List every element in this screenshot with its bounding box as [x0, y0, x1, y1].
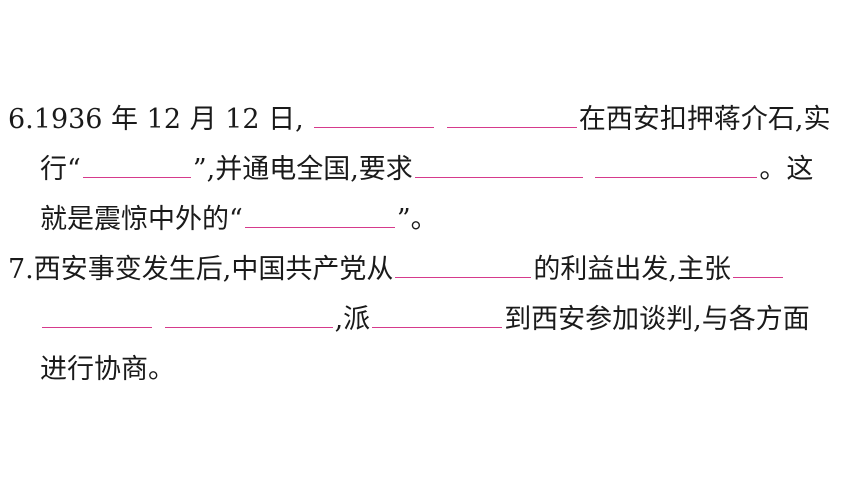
- q6-blank-4[interactable]: [414, 155, 583, 178]
- q6-text-3b: ”。: [396, 204, 438, 235]
- q7-text-1a: 西安事变发生后,中国共产党从: [33, 254, 394, 285]
- q6-text-1b: 在西安扣押蒋介石,实: [578, 104, 831, 135]
- q6-text-1a: 1936 年 12 月 12 日,: [33, 104, 304, 135]
- q6-text-2a: 行“: [40, 154, 81, 185]
- q7-text-1b: 的利益出发,主张: [533, 254, 731, 285]
- q6-blank-5[interactable]: [595, 155, 758, 178]
- q6-text-2b: ”,并通电全国,要求: [192, 154, 413, 185]
- q6-blank-6[interactable]: [244, 205, 395, 228]
- q7-blank-5[interactable]: [372, 305, 503, 328]
- q6-number: 6.: [8, 104, 34, 135]
- q6-blank-2[interactable]: [446, 105, 577, 128]
- q6-line-2: 行“ ”,并通电全国,要求 。这: [40, 150, 813, 190]
- q6-line-1: 6.1936 年 12 月 12 日, 在西安扣押蒋介石,实: [8, 100, 830, 140]
- q7-text-3a: 进行协商。: [40, 354, 175, 385]
- q7-blank-3[interactable]: [42, 305, 152, 328]
- q6-blank-3[interactable]: [82, 155, 191, 178]
- q7-number: 7.: [8, 254, 34, 285]
- q7-blank-4[interactable]: [164, 305, 333, 328]
- q7-line-3: 进行协商。: [40, 350, 175, 390]
- q7-line-2: ,派 到西安参加谈判,与各方面: [40, 300, 810, 340]
- q6-text-3a: 就是震惊中外的“: [40, 204, 243, 235]
- q7-blank-1[interactable]: [395, 255, 532, 278]
- q6-line-3: 就是震惊中外的“ ”。: [40, 200, 438, 240]
- q7-line-1: 7.西安事变发生后,中国共产党从 的利益出发,主张: [8, 250, 785, 290]
- q6-blank-1[interactable]: [314, 105, 435, 128]
- q7-text-2b: 到西安参加谈判,与各方面: [504, 304, 810, 335]
- q6-text-2c: 。这: [759, 154, 814, 185]
- q7-blank-2[interactable]: [732, 255, 783, 278]
- q7-text-2a: ,派: [334, 304, 371, 335]
